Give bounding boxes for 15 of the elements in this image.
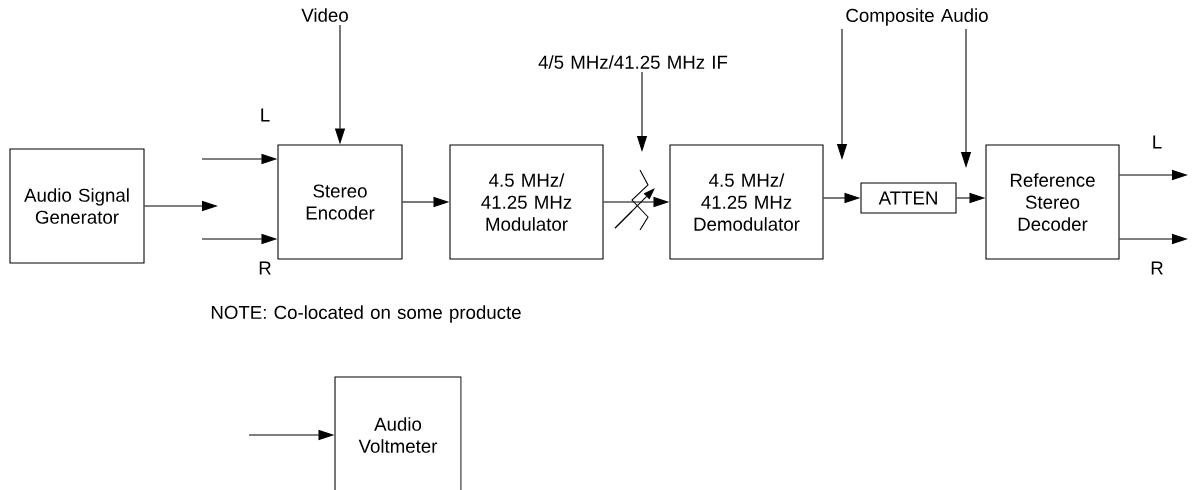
- signal-label: Composite Audio: [846, 8, 988, 26]
- block-box: Reference Stereo Decoder: [985, 144, 1120, 260]
- note-text: NOTE: Co-located on some producte: [211, 305, 521, 323]
- edge-label: R: [259, 261, 271, 275]
- instrument-box: Audio Voltmeter: [334, 376, 462, 490]
- signal-label: 4/5 MHz/41.25 MHz IF: [538, 55, 728, 69]
- edge-label: L: [261, 108, 270, 122]
- block-box: Audio Signal Generator: [9, 148, 145, 264]
- edge-label: L: [1153, 135, 1162, 149]
- block-box: 4.5 MHz/ 41.25 MHz Demodulator: [669, 144, 824, 260]
- block-box: Stereo Encoder: [277, 144, 403, 260]
- block-box: 4.5 MHz/ 41.25 MHz Modulator: [449, 144, 604, 260]
- signal-label: Video: [301, 8, 348, 22]
- block-box: ATTEN: [860, 182, 957, 214]
- edge-label: R: [1151, 261, 1163, 275]
